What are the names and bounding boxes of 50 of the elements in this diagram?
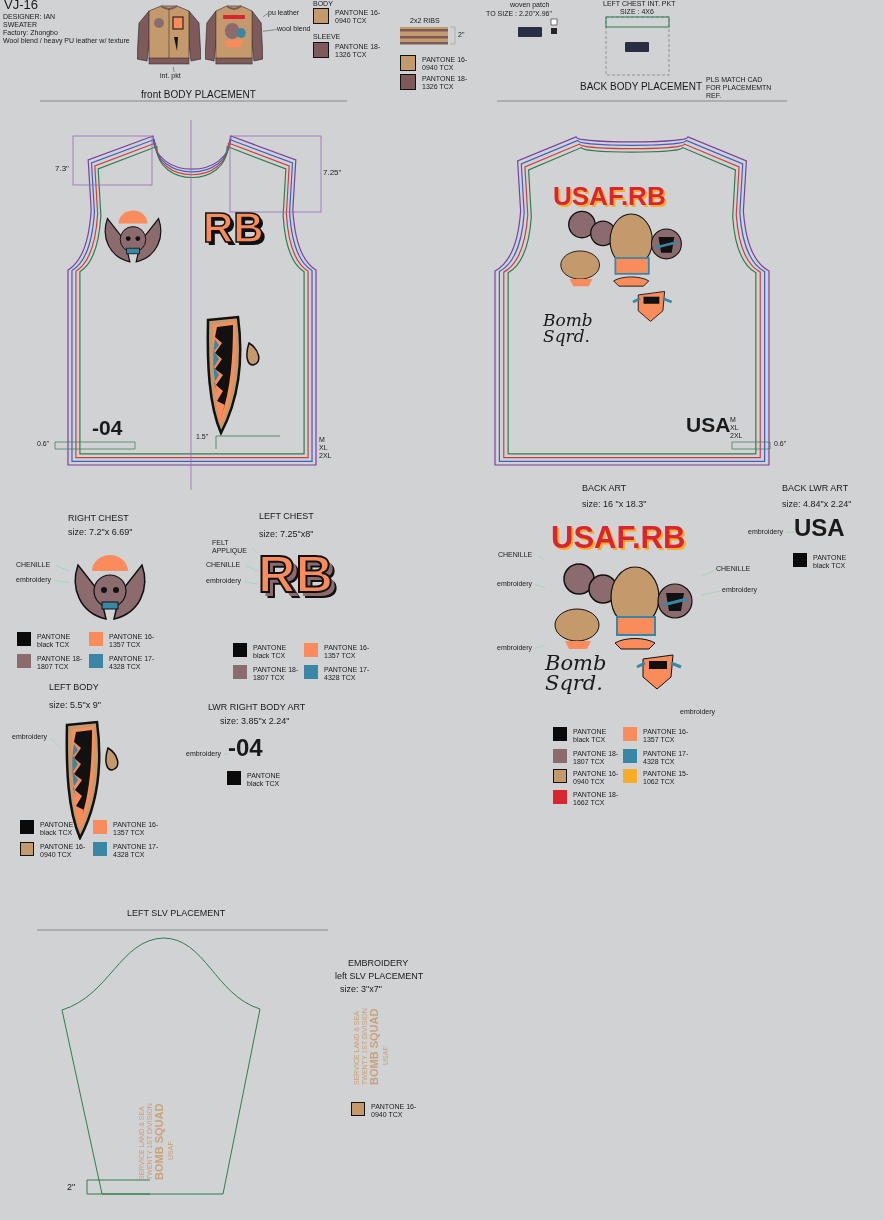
leader-line [701, 569, 717, 577]
leader-line [49, 737, 63, 750]
section-heading: BACK ART [582, 483, 627, 494]
dimension-text: 7.3" [55, 164, 69, 174]
artwork-lettering: -04 [92, 416, 123, 441]
artwork-lettering: -04 [228, 736, 274, 766]
leader-line [262, 29, 278, 32]
size-text: size: 4.84"x 2.24" [782, 499, 852, 510]
leader-line [173, 66, 175, 73]
leader-line [245, 565, 259, 572]
dimension-text: 2" [67, 1182, 76, 1193]
leader-line [537, 555, 546, 561]
artwork-lettering: USAF.RB [553, 182, 666, 212]
leader-line [251, 547, 259, 554]
section-heading: BACK BODY PLACEMENT [580, 81, 703, 93]
section-heading: front BODY PLACEMENT [141, 89, 256, 101]
artwork-lettering: USA [686, 413, 731, 436]
size-text: size: 3"x7" [340, 984, 382, 995]
size-text: size: 3.85"x 2.24" [220, 716, 290, 727]
section-heading: left SLV PLACEMENT [335, 971, 424, 982]
artwork-lettering: USAF.RB [551, 522, 686, 553]
section-heading: LWR RIGHT BODY ART [208, 702, 306, 713]
artwork-lettering: USA [794, 516, 842, 546]
leader-line [534, 584, 546, 588]
artwork-lettering: Bomb Sqrd. [545, 654, 608, 694]
leader-line [785, 531, 795, 533]
embroidery-lettering: BOMB SQUAD [154, 1103, 165, 1180]
section-heading: RIGHT CHEST [68, 513, 129, 524]
size-text: EMBROIDERY [348, 958, 409, 969]
artwork-lettering: RB [203, 204, 264, 253]
embroidery-lettering: BOMB SQUAD [369, 1008, 380, 1085]
leader-line [701, 590, 723, 596]
leader-line [695, 703, 700, 709]
section-heading: LEFT BODY [49, 682, 99, 693]
section-heading: LEFT CHEST [259, 511, 314, 522]
leader-line [534, 644, 546, 649]
artwork-lettering: RB [258, 548, 344, 635]
dimension-text: 7.25" [323, 168, 342, 178]
leader-line [262, 13, 269, 17]
section-heading: BACK LWR ART [782, 483, 849, 494]
section-heading: LEFT SLV PLACEMENT [127, 908, 226, 919]
size-text: size: 7.25"x8" [259, 529, 314, 540]
leader-line [243, 581, 259, 585]
leader-line [53, 580, 71, 583]
size-text: size: 7.2"x 6.69" [68, 527, 133, 538]
size-text: size: 5.5"x 9" [49, 700, 101, 711]
size-text: size: 16 "x 18.3" [582, 499, 647, 510]
leader-line [55, 565, 71, 572]
style-number: VJ-16 [4, 0, 38, 13]
artwork-lettering: Bomb Sqrd. [543, 312, 594, 345]
